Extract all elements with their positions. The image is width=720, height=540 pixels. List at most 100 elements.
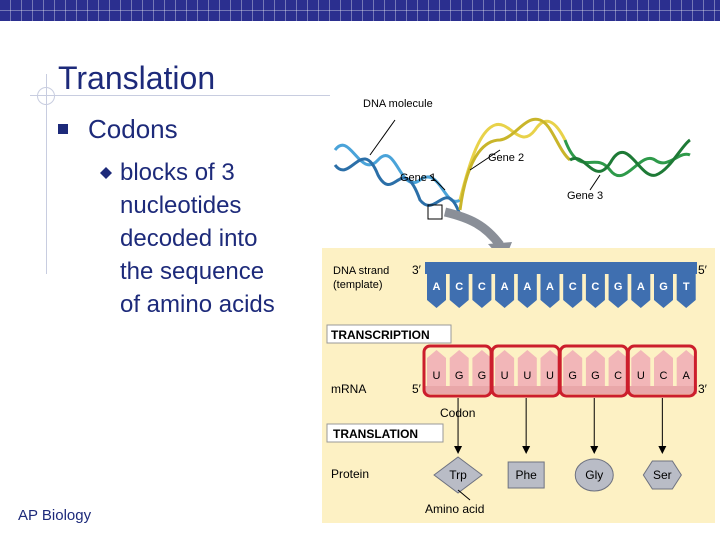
- dna-base-tooth: [608, 274, 628, 308]
- codon-boxes: [422, 344, 697, 398]
- header-pattern: [0, 0, 720, 21]
- crosshair-icon: [37, 87, 55, 105]
- dna-base-tooth: [427, 274, 446, 308]
- dna-base-tooth: [495, 274, 515, 308]
- dna-base-tooth: [540, 274, 560, 308]
- dna-base-tooth: [654, 274, 673, 308]
- dna-5-prime: 5′: [698, 263, 708, 277]
- bullet-text: Codons: [88, 114, 178, 144]
- mrna-base-tooth: [585, 350, 605, 386]
- diamond-bullet-icon: [100, 167, 112, 179]
- arrow-head-icon: [454, 446, 463, 454]
- sub-bullet-line: blocks of 3: [120, 159, 235, 186]
- dna-base-letter: G: [614, 281, 623, 293]
- amino-acid-name: Ser: [653, 468, 672, 482]
- dna-base-tooth: [517, 274, 537, 308]
- dna-base-letter: A: [637, 281, 645, 293]
- mrna-base-tooth: [517, 350, 537, 386]
- dna-base-letter: C: [591, 281, 599, 293]
- mrna-base-tooth: [608, 350, 628, 386]
- mrna-base-letter: U: [501, 370, 509, 382]
- arrow-head-icon: [522, 446, 531, 454]
- mrna-base-letter: U: [546, 370, 554, 382]
- dna-base-letter: A: [546, 281, 554, 293]
- dna-helix-gene2: [458, 119, 567, 201]
- amino-acid-shape: [433, 456, 483, 494]
- mrna-base-letter: U: [523, 370, 531, 382]
- translation-arrows: [454, 398, 667, 454]
- mrna-base-letter: G: [568, 370, 577, 382]
- amino-acid-name: Gly: [585, 468, 603, 482]
- sub-bullet-line: decoded into: [120, 225, 258, 252]
- mrna-base-tooth: [495, 350, 515, 386]
- mrna-base-tooth: [654, 350, 673, 386]
- mrna-base-tooth: [540, 350, 560, 386]
- mrna-base-tooth: [449, 350, 469, 386]
- slide-title: Translation: [58, 60, 216, 96]
- dna-base-tooth: [472, 274, 492, 308]
- transcription-box: [326, 324, 452, 344]
- dna-base-tooth: [563, 274, 583, 308]
- mrna-base-tooth: [427, 350, 446, 386]
- title-rule: [30, 95, 330, 96]
- mrna-5-prime: 5′: [412, 382, 422, 396]
- footer-label: AP Biology: [18, 507, 92, 524]
- dna-base-tooth: [449, 274, 469, 308]
- translation-diagram: DNA molecule Gene 1 Gene 2 Gene 3 DNA st…: [322, 98, 715, 523]
- mrna-base-letter: U: [433, 370, 441, 382]
- dna-strand-label: DNA strand: [333, 265, 389, 277]
- mrna-label: mRNA: [331, 382, 366, 396]
- translation-label: TRANSLATION: [333, 427, 418, 441]
- mrna-base-tooth: [563, 350, 583, 386]
- mrna-base-letter: G: [478, 370, 487, 382]
- gene-label: Gene 1: [400, 172, 436, 184]
- sub-bullet-line: the sequence: [120, 258, 265, 285]
- dna-base-letter: C: [478, 281, 486, 293]
- mrna-base-letter: G: [591, 370, 600, 382]
- dna-base-tooth: [631, 274, 651, 308]
- dna-base-letter: A: [433, 281, 441, 293]
- dna-base-letter: T: [683, 281, 690, 293]
- dna-base-letter: C: [455, 281, 463, 293]
- dna-molecule-label: DNA molecule: [363, 98, 433, 110]
- margin-rule: [46, 74, 47, 274]
- mrna-base-letter: G: [455, 370, 464, 382]
- sub-bullet-line: of amino acids: [120, 291, 275, 318]
- gene-label: Gene 2: [488, 152, 524, 164]
- dna-helix-gene3: [563, 139, 691, 178]
- codon-box: [626, 344, 697, 398]
- header-bar: [0, 0, 720, 21]
- mrna-base-letter: C: [614, 370, 622, 382]
- dna-base-letter: A: [523, 281, 531, 293]
- dna-base-tooth: [585, 274, 605, 308]
- dna-strand-label: (template): [333, 279, 383, 291]
- amino-acid-shape: [574, 458, 614, 492]
- dna-base-tooth: [676, 274, 696, 308]
- gene-label: Gene 3: [567, 190, 603, 202]
- mrna-base-tooth: [676, 350, 696, 386]
- mrna-base-tooth: [472, 350, 492, 386]
- arrow-head-icon: [658, 446, 667, 454]
- protein-label: Protein: [331, 467, 369, 481]
- mrna-base-letter: U: [637, 370, 645, 382]
- mrna-base-tooth: [631, 350, 651, 386]
- amino-acid-shape: [642, 460, 682, 490]
- transcription-label: TRANSCRIPTION: [331, 328, 430, 342]
- mrna-base-letter: A: [683, 370, 691, 382]
- dna-strand-bar: [425, 262, 697, 274]
- mrna-3-prime: 3′: [698, 382, 708, 396]
- dna-base-letter: A: [501, 281, 509, 293]
- translation-box: [326, 423, 444, 443]
- sub-bullet-text: blocks of 3 nucleotides decoded into the…: [120, 156, 330, 321]
- amino-acid-name: Phe: [515, 468, 537, 482]
- mrna-base-letter: C: [660, 370, 668, 382]
- dna-helix-gene1: [333, 143, 461, 203]
- dna-3-prime: 3′: [412, 263, 422, 277]
- dna-base-letter: G: [659, 281, 668, 293]
- square-bullet-icon: [58, 124, 68, 134]
- dna-base-letter: C: [569, 281, 577, 293]
- sub-bullet-line: nucleotides: [120, 192, 242, 219]
